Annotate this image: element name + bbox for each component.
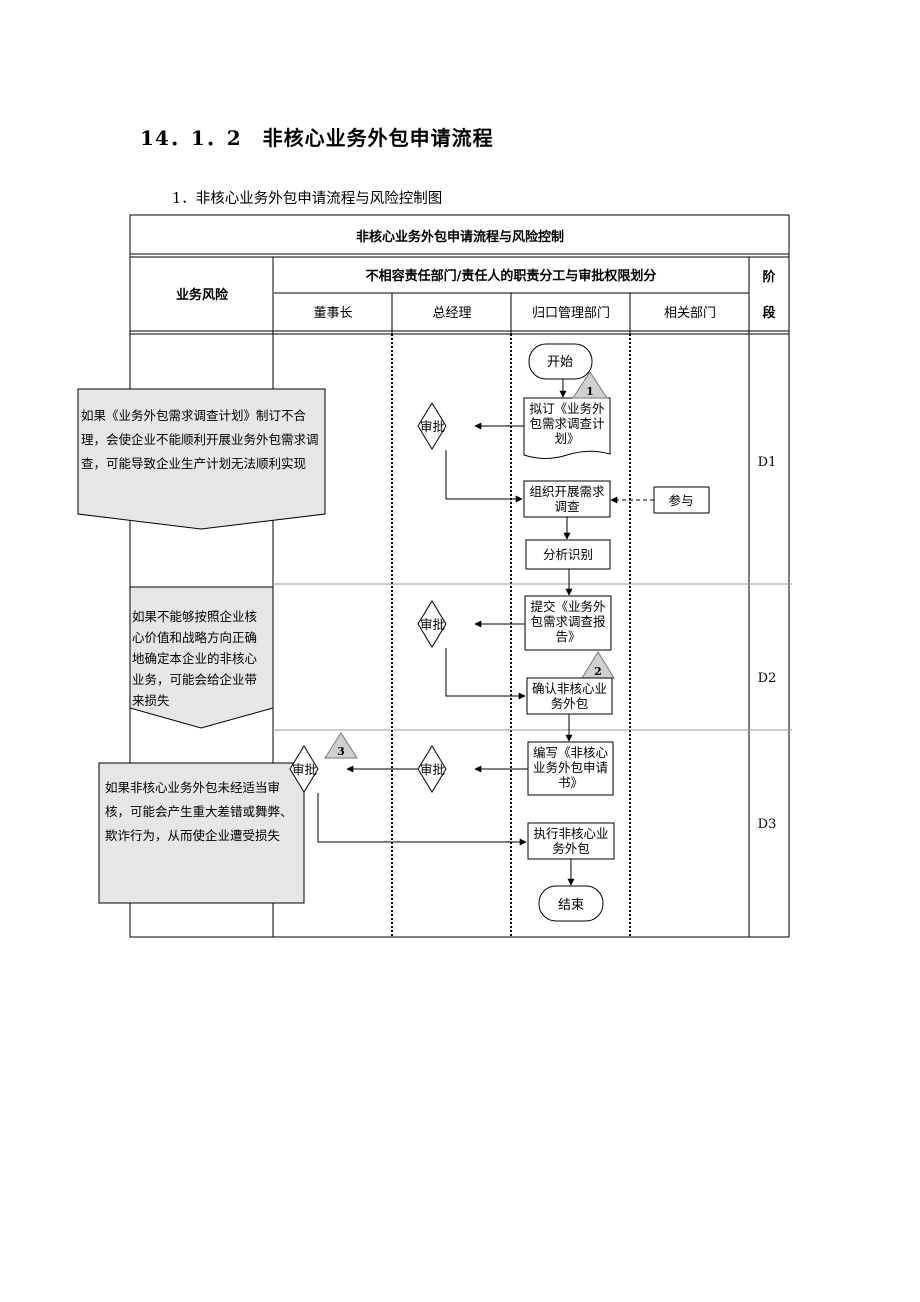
review-4-label: 审批 xyxy=(292,762,317,777)
table-frame xyxy=(129,214,790,938)
section-title: 14．1．2 非核心业务外包申请流程 xyxy=(140,126,494,150)
draft-plan-node xyxy=(523,397,611,459)
risk-text-3: 如果非核心业务外包未经适当审核，可能会产生重大差错或舞弊、欺诈行为，从而使企业遭… xyxy=(105,780,293,843)
connector xyxy=(445,450,523,503)
write-application-label: 编写《非核心业务外包申请书》 xyxy=(532,745,608,790)
dept-header: 不相容责任部门/责任人的职责分工与审批权限划分 xyxy=(366,268,657,284)
stage-d2: D2 xyxy=(758,671,777,686)
risk-callout-2 xyxy=(129,586,274,729)
column-header-managing-dept: 归口管理部门 xyxy=(532,306,610,321)
risk-callout-1 xyxy=(77,388,326,530)
submit-report-label: 提交《业务外包需求调查报告》 xyxy=(530,599,606,644)
risk-text-1: 如果《业务外包需求调查计划》制订不合理，会使企业不能顺利开展业务外包需求调查，可… xyxy=(81,408,319,471)
column-header-chairman: 董事长 xyxy=(313,306,352,321)
start-node xyxy=(528,343,593,380)
start-label: 开始 xyxy=(547,355,573,370)
review-diamond-1 xyxy=(417,402,447,450)
connector xyxy=(317,793,527,846)
column-header-general-manager: 总经理 xyxy=(432,306,471,321)
control-point-3-label: 3 xyxy=(337,745,345,758)
stage-d3: D3 xyxy=(758,817,777,832)
analyze-label: 分析识别 xyxy=(543,547,593,562)
stage-header-part2: 段 xyxy=(762,305,775,321)
control-point-1 xyxy=(572,371,608,399)
execute-label: 执行非核心业务外包 xyxy=(533,826,609,856)
review-3-label: 审批 xyxy=(420,762,445,777)
review-diamond-2 xyxy=(417,600,447,648)
diagram-subtitle: 1．非核心业务外包申请流程与风险控制图 xyxy=(172,191,443,207)
end-label: 结束 xyxy=(558,898,584,913)
stage-d1: D1 xyxy=(758,455,777,470)
review-diamond-3 xyxy=(417,745,447,793)
write-application-node xyxy=(527,741,614,796)
organize-survey-label: 组织开展需求调查 xyxy=(529,484,605,514)
review-1-label: 审批 xyxy=(420,419,445,434)
draft-plan-label: 拟订《业务外包需求调查计划》 xyxy=(529,401,605,446)
participate-node xyxy=(653,486,710,514)
stage-header-part1: 阶 xyxy=(762,269,776,285)
column-header-related-dept: 相关部门 xyxy=(664,306,716,321)
end-node xyxy=(538,885,604,922)
risk-header: 业务风险 xyxy=(176,287,229,303)
risk-callout-3 xyxy=(98,762,305,904)
control-point-2-label: 2 xyxy=(594,665,602,678)
connector xyxy=(445,648,526,700)
control-point-1-label: 1 xyxy=(586,385,594,398)
risk-text-2: 如果不能够按照企业核心价值和战略方向正确地确定本企业的非核心业务，可能会给企业带… xyxy=(132,609,258,708)
table-title: 非核心业务外包申请流程与风险控制 xyxy=(356,229,564,245)
participate-label: 参与 xyxy=(668,493,693,508)
analyze-node xyxy=(525,539,611,570)
submit-report-node xyxy=(524,595,612,651)
review-2-label: 审批 xyxy=(420,617,445,632)
confirm-node xyxy=(526,677,613,715)
confirm-label: 确认非核心业务外包 xyxy=(531,681,607,711)
control-point-3 xyxy=(324,732,358,759)
review-diamond-4 xyxy=(289,745,319,793)
